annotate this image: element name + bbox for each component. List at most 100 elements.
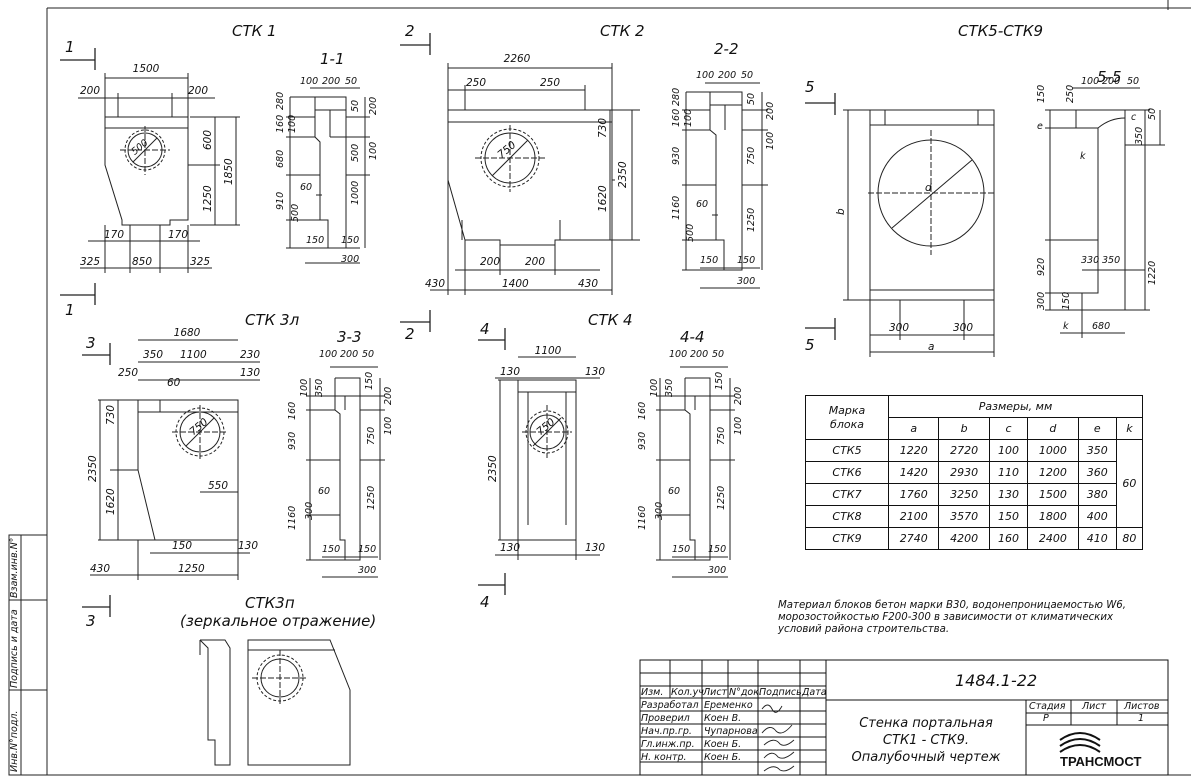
cell: СТК8: [805, 505, 889, 528]
dim: 130: [585, 542, 606, 554]
dim: 150: [306, 235, 325, 246]
dim: 150: [672, 544, 691, 555]
tb-role: Гл.инж.пр.: [641, 739, 695, 750]
stage-value: Р: [1043, 713, 1049, 724]
dim: 550: [208, 480, 229, 492]
table-row: СТК8 2100 3570 150 1800 400: [805, 505, 1143, 528]
dim: c: [1131, 112, 1137, 123]
table-row: СТК7 1760 3250 130 1500 380: [805, 483, 1143, 506]
dim: 130: [500, 366, 521, 378]
size-table-sizes-header: Размеры, мм: [888, 395, 1143, 418]
stk59-cut-bottom: 5: [805, 336, 815, 354]
tb-header: Дата: [802, 687, 827, 698]
doc-title-line: Опалубочный чертеж: [851, 750, 1001, 765]
dim: 100: [1081, 76, 1100, 87]
tb-role: Проверил: [641, 713, 690, 724]
stk59-section: [1045, 88, 1165, 338]
stk3l-front: [90, 340, 260, 580]
cell: 160: [988, 527, 1029, 550]
stk4-section-title: 4-4: [680, 328, 705, 346]
sheets-value: 1: [1138, 713, 1145, 724]
dim: 430: [578, 278, 599, 290]
dim: 300: [953, 322, 974, 334]
stk3p-subtitle: (зеркальное отражение): [180, 612, 377, 630]
stk1-front: [78, 73, 240, 273]
tb-name: Коен В.: [704, 713, 742, 724]
tb-role: Нач.пр.гр.: [641, 726, 692, 737]
sheet-header: Лист: [1082, 701, 1107, 712]
dim: 1400: [502, 278, 529, 290]
stk59-section-title: 5-5: [1097, 68, 1122, 86]
tb-header: Изм.: [641, 687, 664, 698]
cell: 360: [1077, 461, 1117, 484]
dim: 170: [104, 229, 125, 241]
document-code: 1484.1-22: [955, 671, 1038, 690]
stk4-cut-bottom: 4: [480, 593, 490, 611]
dim: e: [1037, 121, 1043, 132]
stk2-cut-bottom: 2: [405, 325, 415, 343]
stk1-section: [286, 88, 370, 263]
dim: 1100: [180, 349, 207, 361]
dim: 200: [1102, 76, 1121, 87]
dim: k: [1080, 151, 1086, 162]
stk3l-cut-top: 3: [86, 334, 96, 352]
stk1-title: СТК 1: [232, 22, 277, 40]
cell: 150: [988, 505, 1029, 528]
doc-title-line: СТК1 - СТК9.: [882, 733, 970, 748]
stk3p-views: [200, 640, 350, 765]
dim: 50: [1127, 76, 1140, 87]
tb-name: Коен Б.: [704, 739, 742, 750]
stk3l-section-title: 3-3: [337, 328, 362, 346]
cell: 380: [1077, 483, 1117, 506]
tb-name: Коен Б.: [704, 752, 742, 763]
dim: 200: [80, 85, 101, 97]
tb-header: Лист: [703, 687, 728, 698]
dim: 100: [319, 349, 338, 360]
dim: 1250: [178, 563, 205, 575]
dim: 200: [340, 349, 359, 360]
dim: 100: [696, 70, 715, 81]
dim: 100: [669, 349, 688, 360]
cell: 2400: [1027, 527, 1079, 550]
dim: 250: [466, 77, 487, 89]
dim: a: [928, 341, 935, 353]
dim: 150: [737, 255, 756, 266]
doc-title-line: Стенка портальная: [859, 716, 993, 731]
tb-header: Кол.уч: [671, 687, 704, 698]
dim: 300: [358, 565, 377, 576]
cell: 410: [1077, 527, 1117, 550]
cell: 1200: [1027, 461, 1079, 484]
dim: 130: [240, 367, 261, 379]
dim: 60: [300, 182, 313, 193]
dim: 50: [712, 349, 725, 360]
cell: 1500: [1027, 483, 1079, 506]
dim: 200: [690, 349, 709, 360]
stk3l-cut-bottom: 3: [86, 612, 96, 630]
stk59-cut-top: 5: [805, 78, 815, 96]
stk2-section: [682, 83, 768, 288]
cell: 1220: [887, 439, 940, 462]
cell: 130: [988, 483, 1029, 506]
dim: 130: [585, 366, 606, 378]
cell: 1000: [1027, 439, 1079, 462]
dim: 150: [322, 544, 341, 555]
tb-role: Разработал: [641, 700, 699, 711]
cell: 4200: [938, 527, 990, 550]
stk1-cut-top: 1: [65, 38, 75, 56]
stk3p-title: СТК3п: [245, 594, 295, 612]
cell: 80: [1115, 527, 1144, 550]
dim: 130: [500, 542, 521, 554]
dim: 60: [318, 486, 331, 497]
dim: 150: [708, 544, 727, 555]
table-row: СТК6 1420 2930 110 1200 360: [805, 461, 1143, 484]
dim: 325: [80, 256, 101, 268]
dim: 60: [696, 199, 709, 210]
stage-header: Стадия: [1029, 701, 1066, 712]
dim: 330: [1081, 255, 1100, 266]
document-title: Стенка портальная СТК1 - СТК9. Опалубочн…: [852, 715, 1001, 766]
note-line: морозостойкостью F200-300 в зависимости …: [778, 612, 1113, 623]
dim: 170: [168, 229, 189, 241]
dim: 230: [240, 349, 261, 361]
